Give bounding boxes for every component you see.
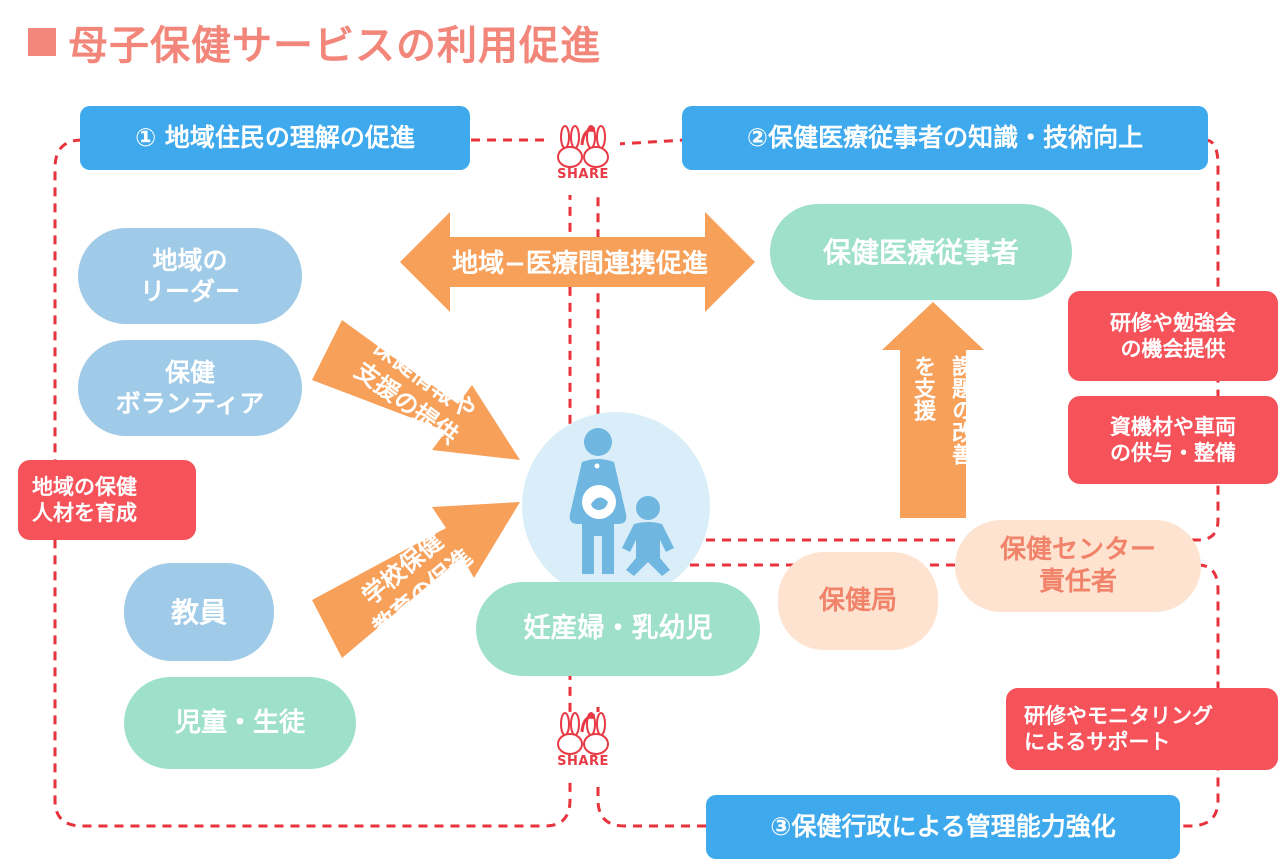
node-health-volunteers: 保健 ボランティア (78, 340, 302, 436)
node-teachers: 教員 (124, 563, 274, 661)
leaders-line2: リーダー (139, 277, 240, 306)
node-center-manager: 保健センター 責任者 (955, 520, 1201, 612)
collaboration-arrow-label: 地域−医療間連携促進 (452, 249, 708, 279)
node-community-leaders: 地域の リーダー (78, 228, 302, 324)
center-manager-line2: 責任者 (1038, 567, 1117, 597)
mother-and-child-icon (569, 428, 674, 576)
training-line2: の機会提供 (1120, 337, 1226, 361)
share-badge-top: SHARE (546, 125, 620, 195)
monitoring-line1: 研修やモニタリング (1024, 703, 1213, 728)
leaders-line1: 地域の (152, 245, 228, 275)
title-square-icon (28, 28, 56, 56)
title-text: 母子保健サービスの利用促進 (68, 23, 601, 69)
share-label-top: SHARE (557, 167, 609, 182)
node-students: 児童・生徒 (124, 677, 356, 769)
red-box-community-hr: 地域の保健 人材を育成 (18, 460, 196, 540)
community-hr-line2: 人材を育成 (32, 501, 137, 525)
rabbit-pair-icon (557, 125, 609, 168)
node-health-workers: 保健医療従事者 (770, 204, 1072, 300)
volunteers-line1: 保健 (164, 357, 215, 387)
center-circle (522, 412, 710, 600)
community-hr-line1: 地域の保健 (32, 474, 137, 499)
rabbit-pair-icon (557, 712, 609, 755)
red-box-monitoring: 研修やモニタリング によるサポート (1006, 688, 1278, 770)
volunteers-line2: ボランティア (115, 389, 265, 418)
training-line1: 研修や勉強会 (1110, 310, 1236, 335)
issue-support-arrow (882, 302, 984, 518)
red-box-training: 研修や勉強会 の機会提供 (1068, 291, 1278, 381)
center-manager-line1: 保健センター (999, 534, 1156, 565)
share-badge-bottom: SHARE (546, 712, 620, 782)
equipment-line2: の供与・整備 (1110, 441, 1236, 465)
share-label-bottom: SHARE (557, 754, 609, 769)
node-mother-child: 妊産婦・乳幼児 (476, 582, 760, 676)
monitoring-line2: によるサポート (1024, 730, 1171, 754)
red-box-equipment: 資機材や車両 の供与・整備 (1068, 396, 1278, 484)
issue-support-line1: 課題の改善 (948, 355, 973, 465)
issue-support-arrow-label: 課題の改善 を支援 (906, 355, 976, 515)
area3-label: ③保健行政による管理能力強化 (706, 795, 1180, 859)
info-support-arrow (312, 320, 520, 460)
page-title: 母子保健サービスの利用促進 (28, 2, 601, 82)
area1-label: ① 地域住民の理解の促進 (80, 106, 470, 170)
equipment-line1: 資機材や車両 (1110, 414, 1236, 439)
school-health-arrow (312, 502, 520, 658)
issue-support-line2: を支援 (910, 355, 935, 421)
collaboration-arrow (400, 212, 755, 312)
node-health-bureau: 保健局 (778, 552, 938, 650)
area2-label: ②保健医療従事者の知識・技術向上 (682, 106, 1208, 170)
clinical-region-border (596, 138, 1220, 542)
